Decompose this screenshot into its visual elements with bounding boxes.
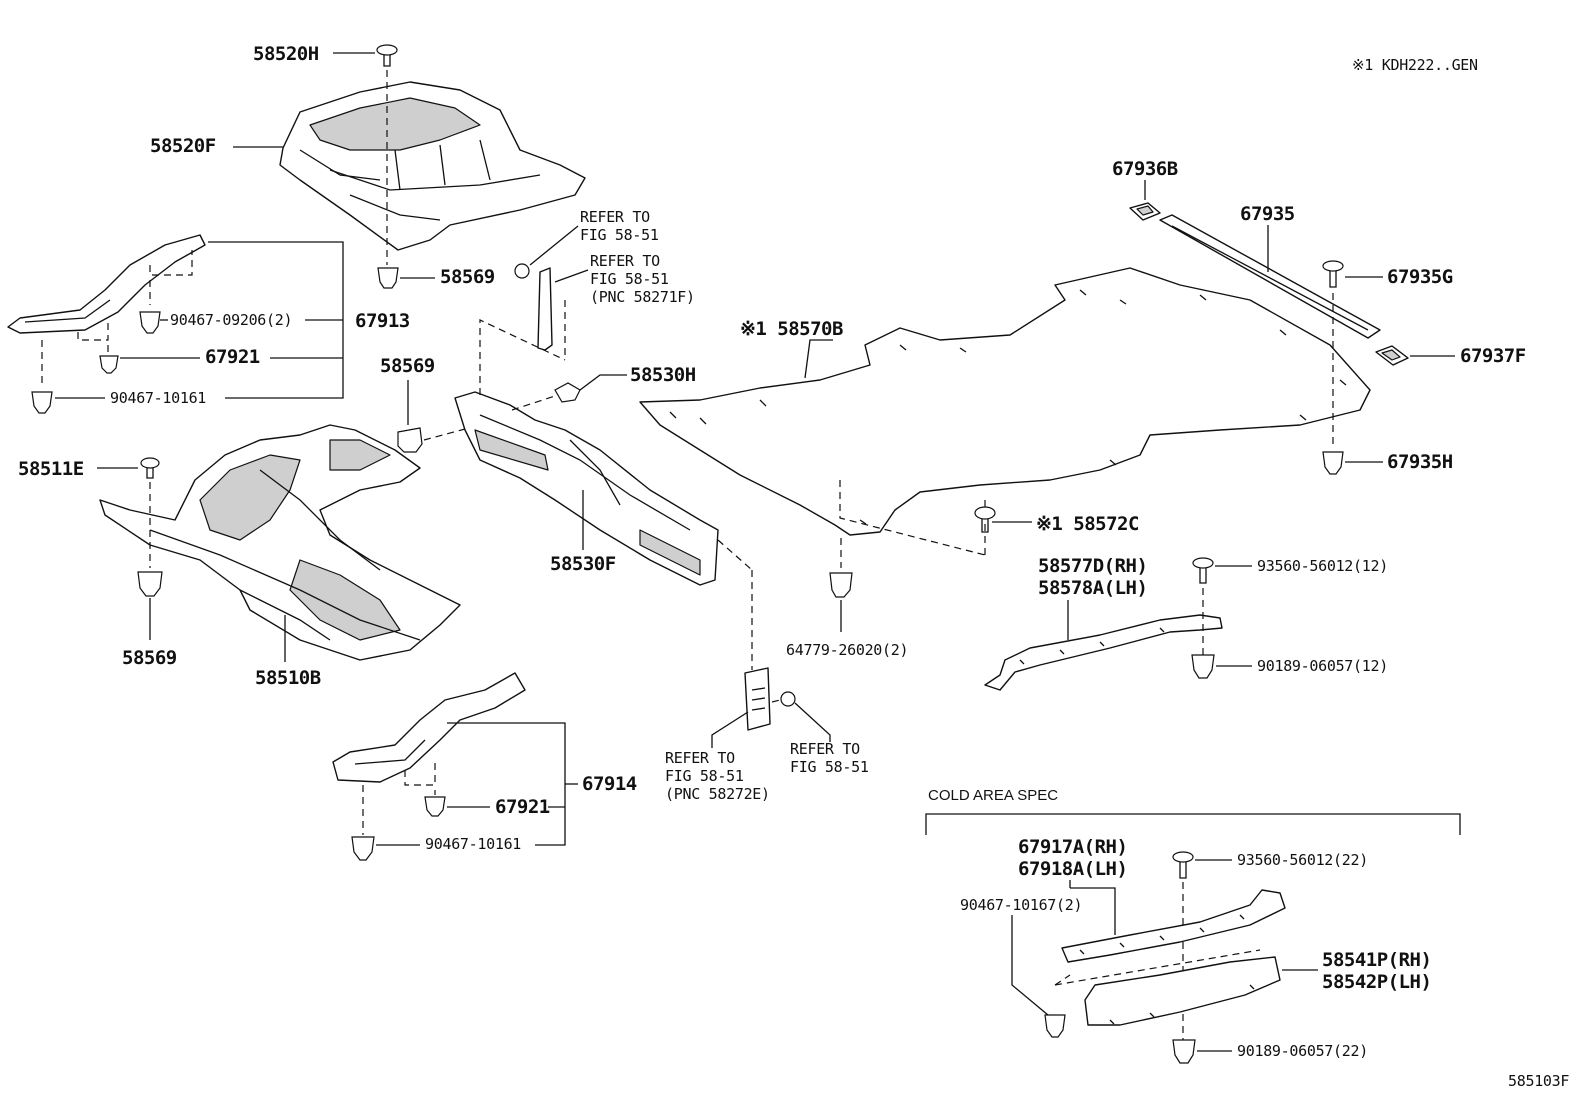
svg-text:REFER TO: REFER TO: [790, 740, 860, 758]
label-58577D: 58577D(RH): [1038, 555, 1147, 577]
part-58510B-shape: [99, 424, 461, 661]
clip-90467-10161-lower-icon: [351, 836, 375, 861]
clip-64779-icon: [829, 572, 853, 598]
clip-58569-middle-icon: [397, 427, 423, 453]
part-67935-shape: [1159, 214, 1381, 339]
label-67937F: 67937F: [1460, 345, 1526, 367]
label-58542P: 58542P(LH): [1322, 971, 1431, 993]
screw-93560-12-icon: [1192, 557, 1214, 584]
clip-67921-lower-icon: [424, 796, 446, 817]
part-67917A-shape: [1061, 889, 1286, 963]
clip-90467-10161-upper-icon: [31, 391, 53, 414]
clip-refer-1-icon: [514, 263, 530, 279]
label-67913: 67913: [355, 310, 410, 332]
label-58569-middle: 58569: [380, 355, 435, 377]
label-67917A: 67917A(RH): [1018, 836, 1127, 858]
svg-text:FIG 58-51: FIG 58-51: [590, 270, 669, 288]
label-58520F: 58520F: [150, 135, 216, 157]
svg-text:REFER TO: REFER TO: [590, 252, 660, 270]
clip-refer-4-icon: [780, 691, 796, 707]
label-67936B: 67936B: [1112, 158, 1178, 180]
svg-text:(PNC 58272E): (PNC 58272E): [665, 785, 770, 803]
part-58577D-shape: [984, 614, 1223, 691]
part-67936B-shape: [1129, 202, 1161, 221]
clip-90467-10167-icon: [1044, 1014, 1066, 1038]
refer-note-4: REFER TO FIG 58-51: [790, 740, 869, 776]
clip-67921-upper-icon: [99, 355, 119, 374]
label-58572C: ※1 58572C: [1036, 513, 1139, 535]
svg-text:(PNC 58271F): (PNC 58271F): [590, 288, 695, 306]
header-note: ※1 KDH222..GEN: [1352, 56, 1478, 74]
label-67935H: 67935H: [1387, 451, 1453, 473]
label-67921-upper: 67921: [205, 346, 260, 368]
label-58520H: 58520H: [253, 43, 319, 65]
label-58511E: 58511E: [18, 458, 84, 480]
clip-58530H-icon: [554, 382, 581, 403]
part-58541P-shape: [1084, 956, 1281, 1026]
refer-note-1: REFER TO FIG 58-51: [580, 208, 659, 244]
label-67935: 67935: [1240, 203, 1295, 225]
label-58530F: 58530F: [550, 553, 616, 575]
label-90189-06057-22: 90189-06057(22): [1237, 1042, 1368, 1060]
svg-text:FIG 58-51: FIG 58-51: [665, 767, 744, 785]
label-90189-06057-12: 90189-06057(12): [1257, 657, 1388, 675]
label-58578A: 58578A(LH): [1038, 577, 1147, 599]
clip-58572C-icon: [974, 506, 996, 533]
refer-note-2: REFER TO FIG 58-51 (PNC 58271F): [590, 252, 695, 306]
cold-area-title: COLD AREA SPEC: [928, 787, 1058, 804]
nut-90189-22-icon: [1172, 1039, 1196, 1064]
label-58569-lower: 58569: [122, 647, 177, 669]
label-67918A: 67918A(LH): [1018, 858, 1127, 880]
label-67914: 67914: [582, 773, 637, 795]
clip-58569-lower-icon: [137, 571, 163, 597]
part-58570B-shape: [639, 267, 1371, 536]
bracket-58272E-shape: [744, 667, 771, 731]
clip-58520H-icon: [376, 44, 398, 67]
refer-note-3: REFER TO FIG 58-51 (PNC 58272E): [665, 749, 770, 803]
label-67921-lower: 67921: [495, 796, 550, 818]
label-90467-09206: 90467-09206(2): [170, 311, 292, 329]
svg-text:FIG 58-51: FIG 58-51: [580, 226, 659, 244]
clip-67935H-icon: [1322, 451, 1344, 475]
label-90467-10161-lower: 90467-10161: [425, 835, 521, 853]
part-58530F-shape: [454, 391, 719, 586]
screw-67935G-icon: [1322, 260, 1344, 288]
clip-58569-top-icon: [377, 267, 399, 289]
label-64779-26020: 64779-26020(2): [786, 641, 908, 659]
label-90467-10161-upper: 90467-10161: [110, 389, 206, 407]
label-90467-10167: 90467-10167(2): [960, 896, 1082, 914]
screw-93560-22-icon: [1172, 851, 1194, 879]
label-58541P: 58541P(RH): [1322, 949, 1431, 971]
figure-code: 585103F: [1508, 1072, 1569, 1090]
svg-text:FIG 58-51: FIG 58-51: [790, 758, 869, 776]
label-93560-56012-22: 93560-56012(22): [1237, 851, 1368, 869]
cold-area-bracket: [925, 813, 1461, 835]
clip-90467-09206-icon: [139, 311, 161, 334]
part-67937F-shape: [1375, 345, 1409, 366]
label-58569-top: 58569: [440, 266, 495, 288]
part-67914-shape: [332, 672, 526, 783]
svg-text:REFER TO: REFER TO: [580, 208, 650, 226]
label-67935G: 67935G: [1387, 266, 1453, 288]
label-58530H: 58530H: [630, 364, 696, 386]
clip-58511E-icon: [140, 457, 160, 479]
label-58510B: 58510B: [255, 667, 321, 689]
nut-90189-12-icon: [1191, 654, 1215, 679]
part-67913-shape: [7, 234, 206, 334]
label-58570B: ※1 58570B: [740, 318, 843, 340]
part-58520F-shape: [279, 81, 586, 251]
svg-text:REFER TO: REFER TO: [665, 749, 735, 767]
label-93560-56012-12: 93560-56012(12): [1257, 557, 1388, 575]
bracket-58271F-shape: [537, 267, 553, 351]
